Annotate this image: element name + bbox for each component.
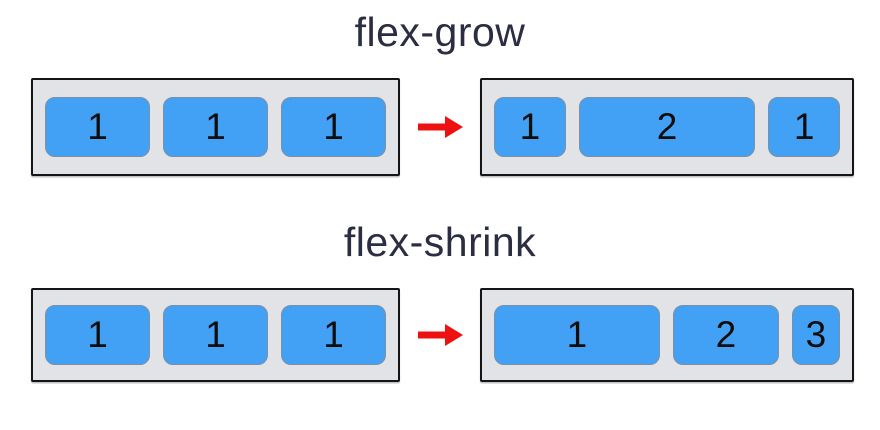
flex-item: 1 (163, 97, 268, 157)
right-arrow-icon (418, 116, 463, 138)
flex-grow-before-container: 1 1 1 (31, 78, 400, 176)
flex-grow-title: flex-grow (354, 9, 526, 55)
transition-arrow-zone (400, 113, 480, 141)
flex-grow-after-container: 1 2 1 (480, 78, 854, 176)
section-flex-shrink: flex-shrink 1 1 1 1 2 3 (0, 218, 880, 382)
flex-item: 2 (672, 305, 779, 365)
flex-item: 1 (768, 97, 840, 157)
flex-item: 1 (45, 97, 150, 157)
flex-item: 1 (281, 97, 386, 157)
right-arrow-icon (418, 324, 463, 346)
flex-item: 3 (791, 305, 840, 365)
flex-item: 1 (494, 305, 660, 365)
flex-shrink-after-container: 1 2 3 (480, 288, 854, 382)
flex-item: 1 (163, 305, 268, 365)
flex-item: 1 (45, 305, 150, 365)
flex-item: 1 (281, 305, 386, 365)
section-flex-grow: flex-grow 1 1 1 1 2 1 (0, 8, 880, 176)
flex-shrink-row: 1 1 1 1 2 3 (31, 288, 854, 382)
flex-shrink-before-container: 1 1 1 (31, 288, 400, 382)
flex-grow-row: 1 1 1 1 2 1 (31, 78, 854, 176)
flex-item: 1 (494, 97, 566, 157)
flexbox-diagram: flex-grow 1 1 1 1 2 1 flex-shrink (0, 8, 880, 430)
flex-item: 2 (578, 97, 756, 157)
transition-arrow-zone (400, 321, 480, 349)
flex-shrink-title: flex-shrink (343, 219, 537, 265)
